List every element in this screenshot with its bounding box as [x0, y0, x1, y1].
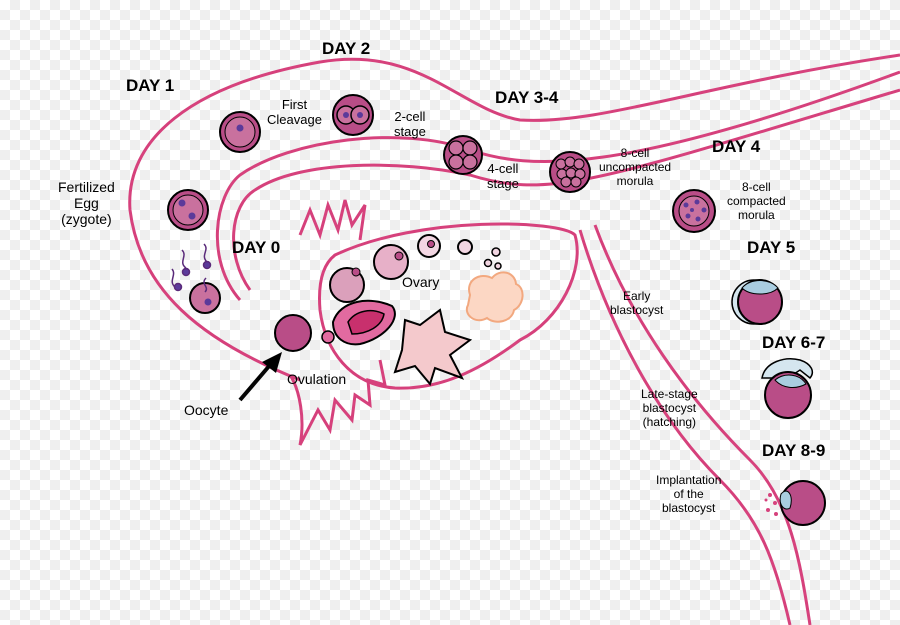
fimbriae: [288, 359, 387, 446]
label-oocyte: Oocyte: [184, 402, 229, 418]
label-two-cell: 2-cell stage: [394, 109, 426, 139]
follicle-tiny-a: [491, 247, 501, 257]
first-cleavage-inner: [224, 116, 256, 148]
uterus-wall-inner: [593, 224, 812, 625]
four-cell-blastomere-a: [448, 140, 464, 156]
oocyte-cell: [274, 314, 312, 352]
four-cell-blastomere-c: [448, 154, 464, 170]
label-day3-4: DAY 3-4: [495, 88, 559, 107]
implantation-dots: [764, 493, 778, 516]
label-fertilized-egg: Fertilized Egg (zygote): [58, 179, 115, 228]
sperm-group: [171, 243, 212, 292]
label-four-cell: 4-cell stage: [487, 161, 519, 191]
two-cell-nucleus-b: [357, 112, 363, 118]
fertilizing-cell-tail: [203, 277, 208, 293]
label-day1: DAY 1: [126, 76, 175, 95]
label-ovulation: Ovulation: [287, 371, 347, 387]
two-cell-nucleus-a: [343, 112, 349, 118]
tube-inner-line-bottom: [232, 88, 900, 291]
four-cell-embryo: [443, 135, 483, 175]
label-late-blastocyst: Late-stage blastocyst (hatching): [641, 387, 698, 429]
follicle-small: [457, 239, 473, 255]
tube-outer-wall: [128, 53, 900, 382]
corpus-luteum: [393, 308, 473, 387]
label-first-cleavage: First Cleavage: [267, 97, 322, 127]
follicle-tiny-c: [494, 262, 502, 270]
oocyte-arrow-head: [262, 352, 282, 373]
label-day8-9: DAY 8-9: [762, 441, 826, 460]
label-day2: DAY 2: [322, 39, 371, 58]
corpus-albicans: [465, 271, 524, 323]
ovary-outline: [318, 222, 579, 390]
compacted-nuclei: [683, 199, 707, 222]
uterus-wall-outer: [578, 229, 792, 625]
label-implantation: Implantation of the blastocyst: [656, 473, 722, 515]
hatching-zona: [761, 358, 813, 380]
label-eight-compacted: 8-cell compacted morula: [727, 180, 786, 222]
fimbriae-top: [298, 199, 367, 241]
label-day5: DAY 5: [747, 238, 796, 257]
early-blastocyst-icm: [741, 280, 779, 295]
fertilizing-cell: [189, 282, 221, 314]
four-cell-blastomere-b: [462, 140, 478, 156]
four-cell-blastomere-d: [462, 154, 478, 170]
hatching-icm: [774, 374, 807, 388]
zygote-pronucleus-a: [178, 199, 186, 207]
tube-inner-line-top: [215, 70, 900, 301]
implanting-icm: [779, 490, 792, 510]
follicle-medium-dot: [427, 240, 435, 248]
label-eight-uncompacted: 8-cell uncompacted morula: [599, 146, 672, 188]
label-day0: DAY 0: [232, 238, 281, 257]
follicle-tiny-b: [483, 258, 493, 268]
follicle-lower-dot: [351, 267, 361, 277]
label-day4: DAY 4: [712, 137, 761, 156]
fertilizing-cell-dot: [204, 298, 212, 306]
released-egg: [321, 330, 335, 344]
follicle-large-dot: [394, 251, 404, 261]
follicle-lower: [329, 267, 365, 303]
zygote-pronucleus-b: [188, 212, 196, 220]
oocyte-arrow-shaft: [238, 363, 272, 402]
label-ovary: Ovary: [402, 274, 440, 290]
first-cleavage-nucleus: [236, 124, 244, 132]
ruptured-follicle-inner: [347, 309, 385, 335]
uncompacted-blastomeres: [555, 156, 586, 188]
label-early-blastocyst: Early blastocyst: [610, 289, 664, 317]
label-day6-7: DAY 6-7: [762, 333, 826, 352]
zygote-inner: [172, 194, 204, 226]
